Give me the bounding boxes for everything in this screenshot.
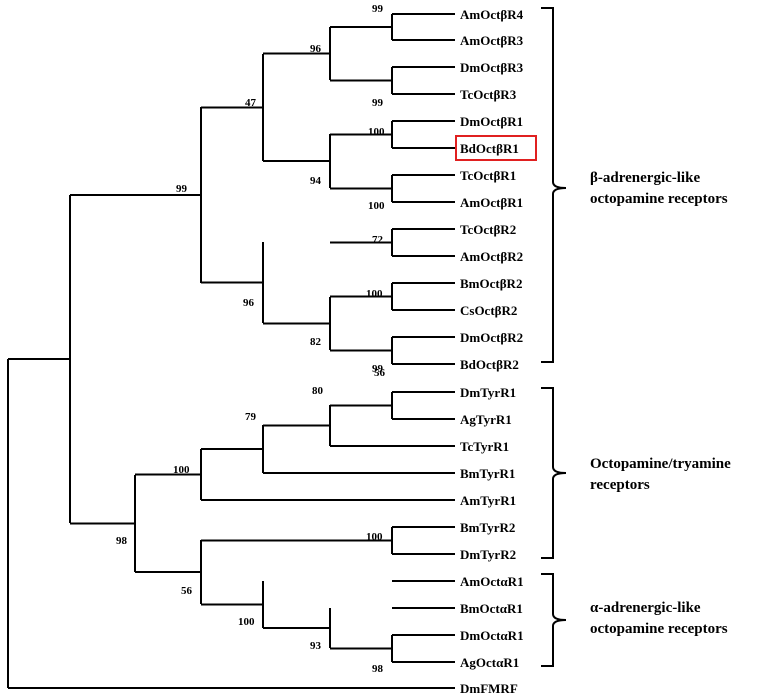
leaf-label: DmOctβR2 [460, 330, 523, 345]
bootstrap-values: 99 96 99 47 100 100 94 99 72 100 99 82 96 56 80 79 100 10… [116, 3, 386, 675]
bootstrap-value: 98 [372, 663, 384, 675]
bootstrap-value: 94 [310, 175, 322, 187]
leaf-label: AgOctαR1 [460, 655, 519, 670]
bootstrap-value: 56 [374, 367, 386, 379]
bootstrap-value: 100 [368, 126, 385, 138]
bootstrap-value: 93 [310, 640, 322, 652]
leaf-label: TcOctβR2 [460, 222, 516, 237]
bootstrap-value: 99 [372, 3, 384, 15]
leaf-label: BmTyrR2 [460, 520, 515, 535]
bootstrap-value: 99 [372, 97, 384, 109]
group-bracket [541, 387, 567, 559]
leaf-labels: AmOctβR4AmOctβR3DmOctβR3TcOctβR3DmOctβR1… [455, 7, 537, 696]
group-label-alpha-line1: α-adrenergic-like [590, 600, 701, 616]
bootstrap-value: 100 [366, 531, 383, 543]
leaf-label: AmOctβR4 [460, 7, 524, 22]
bootstrap-value: 80 [312, 385, 324, 397]
leaf-label: AmOctβR1 [460, 195, 523, 210]
bootstrap-value: 100 [368, 200, 385, 212]
tree-branches [7, 13, 455, 689]
group-label-beta-line1: β-adrenergic-like [590, 170, 700, 186]
leaf-label: AmTyrR1 [460, 493, 516, 508]
bootstrap-value: 98 [116, 535, 128, 547]
bootstrap-value: 96 [310, 43, 322, 55]
leaf-label: BmOctαR1 [460, 601, 523, 616]
leaf-label: DmOctαR1 [460, 628, 524, 643]
leaf-label: DmTyrR1 [460, 385, 516, 400]
leaf-label: CsOctβR2 [460, 303, 517, 318]
bootstrap-value: 100 [366, 288, 383, 300]
group-label-alpha-line2: octopamine receptors [590, 621, 728, 637]
leaf-label: BmTyrR1 [460, 466, 515, 481]
group-label-beta-line2: octopamine receptors [590, 191, 728, 207]
leaf-label: BdOctβR2 [460, 357, 519, 372]
bootstrap-value: 79 [245, 411, 257, 423]
leaf-label: BdOctβR1 [460, 141, 519, 156]
group-bracket [541, 573, 567, 667]
leaf-label: AgTyrR1 [460, 412, 512, 427]
group-bracket [541, 7, 567, 363]
leaf-label: BmOctβR2 [460, 276, 522, 291]
bootstrap-value: 96 [243, 297, 255, 309]
bootstrap-value: 56 [181, 585, 193, 597]
leaf-label: TcOctβR3 [460, 87, 517, 102]
leaf-label: DmOctβR3 [460, 60, 524, 75]
group-brackets [541, 7, 567, 667]
leaf-label: TcTyrR1 [460, 439, 509, 454]
bootstrap-value: 99 [176, 183, 188, 195]
group-label-tyramine-line1: Octopamine/tryamine [590, 456, 731, 472]
bootstrap-value: 99 [372, 363, 384, 375]
bootstrap-value: 72 [372, 234, 384, 246]
group-label-tyramine-line2: receptors [590, 477, 650, 493]
leaf-label: DmTyrR2 [460, 547, 516, 562]
leaf-label: TcOctβR1 [460, 168, 516, 183]
bootstrap-value: 47 [245, 97, 257, 109]
leaf-label: AmOctβR3 [460, 33, 524, 48]
bootstrap-value: 100 [238, 616, 255, 628]
leaf-label: AmOctβR2 [460, 249, 523, 264]
bootstrap-value: 82 [310, 336, 322, 348]
leaf-label: DmOctβR1 [460, 114, 523, 129]
leaf-label: AmOctαR1 [460, 574, 524, 589]
highlight-box [455, 135, 537, 161]
leaf-label: DmFMRF [460, 681, 518, 696]
bootstrap-value: 100 [173, 464, 190, 476]
